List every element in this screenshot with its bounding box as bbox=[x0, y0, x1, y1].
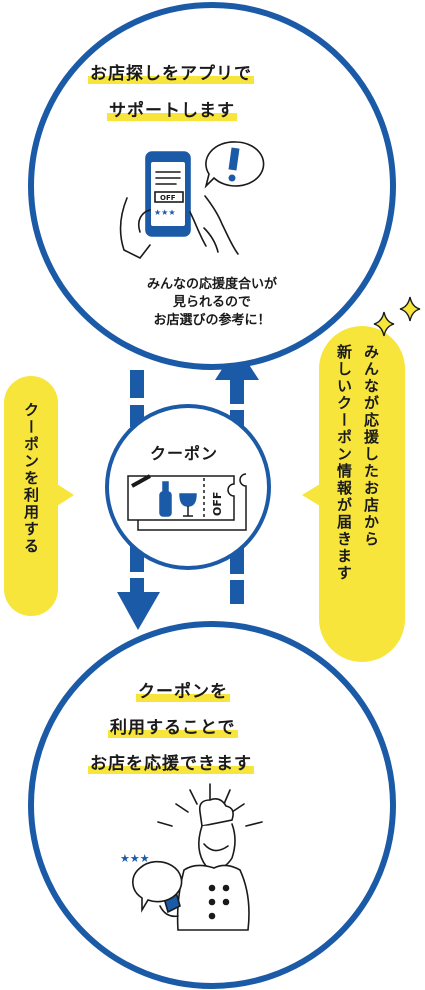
arrow-down bbox=[117, 592, 160, 630]
phone-hand-illustration bbox=[119, 151, 239, 260]
top-heading-line1: お店探しをアプリで bbox=[88, 62, 254, 86]
bottom-heading-line1: クーポンを bbox=[136, 680, 230, 704]
right-bubble-text-line1: みんなが応援したお店から bbox=[362, 344, 380, 548]
phone-off-text: OFF bbox=[160, 194, 176, 202]
right-bubble-text-line2: 新しいクーポン情報が届きます bbox=[335, 344, 353, 582]
coupon-ticket-icon bbox=[127, 473, 247, 531]
top-caption-line1: みんなの応援度合いが bbox=[146, 277, 277, 292]
connector-dashed-right bbox=[230, 380, 244, 604]
top-caption-line2: 見られるので bbox=[172, 295, 251, 310]
top-caption-line3: お店選びの参考に！ bbox=[153, 313, 271, 328]
bottom-heading-line3: お店を応援できます bbox=[88, 752, 254, 776]
right-bubble bbox=[302, 326, 405, 662]
coupon-off-text: OFF bbox=[211, 492, 224, 516]
left-bubble-text: クーポンを利用する bbox=[22, 402, 40, 555]
speech-stars: ★★★ bbox=[120, 852, 150, 865]
bottom-heading-line2: 利用することで bbox=[108, 716, 238, 740]
phone-stars: ★★★ bbox=[154, 208, 176, 217]
top-heading-line2: サポートします bbox=[107, 99, 237, 123]
top-circle bbox=[28, 2, 396, 370]
exclamation-bubble-icon bbox=[204, 141, 265, 189]
chef-illustration bbox=[132, 783, 263, 931]
sparkle-icon bbox=[373, 296, 421, 337]
left-bubble bbox=[4, 376, 74, 616]
center-title: クーポン bbox=[150, 444, 219, 463]
